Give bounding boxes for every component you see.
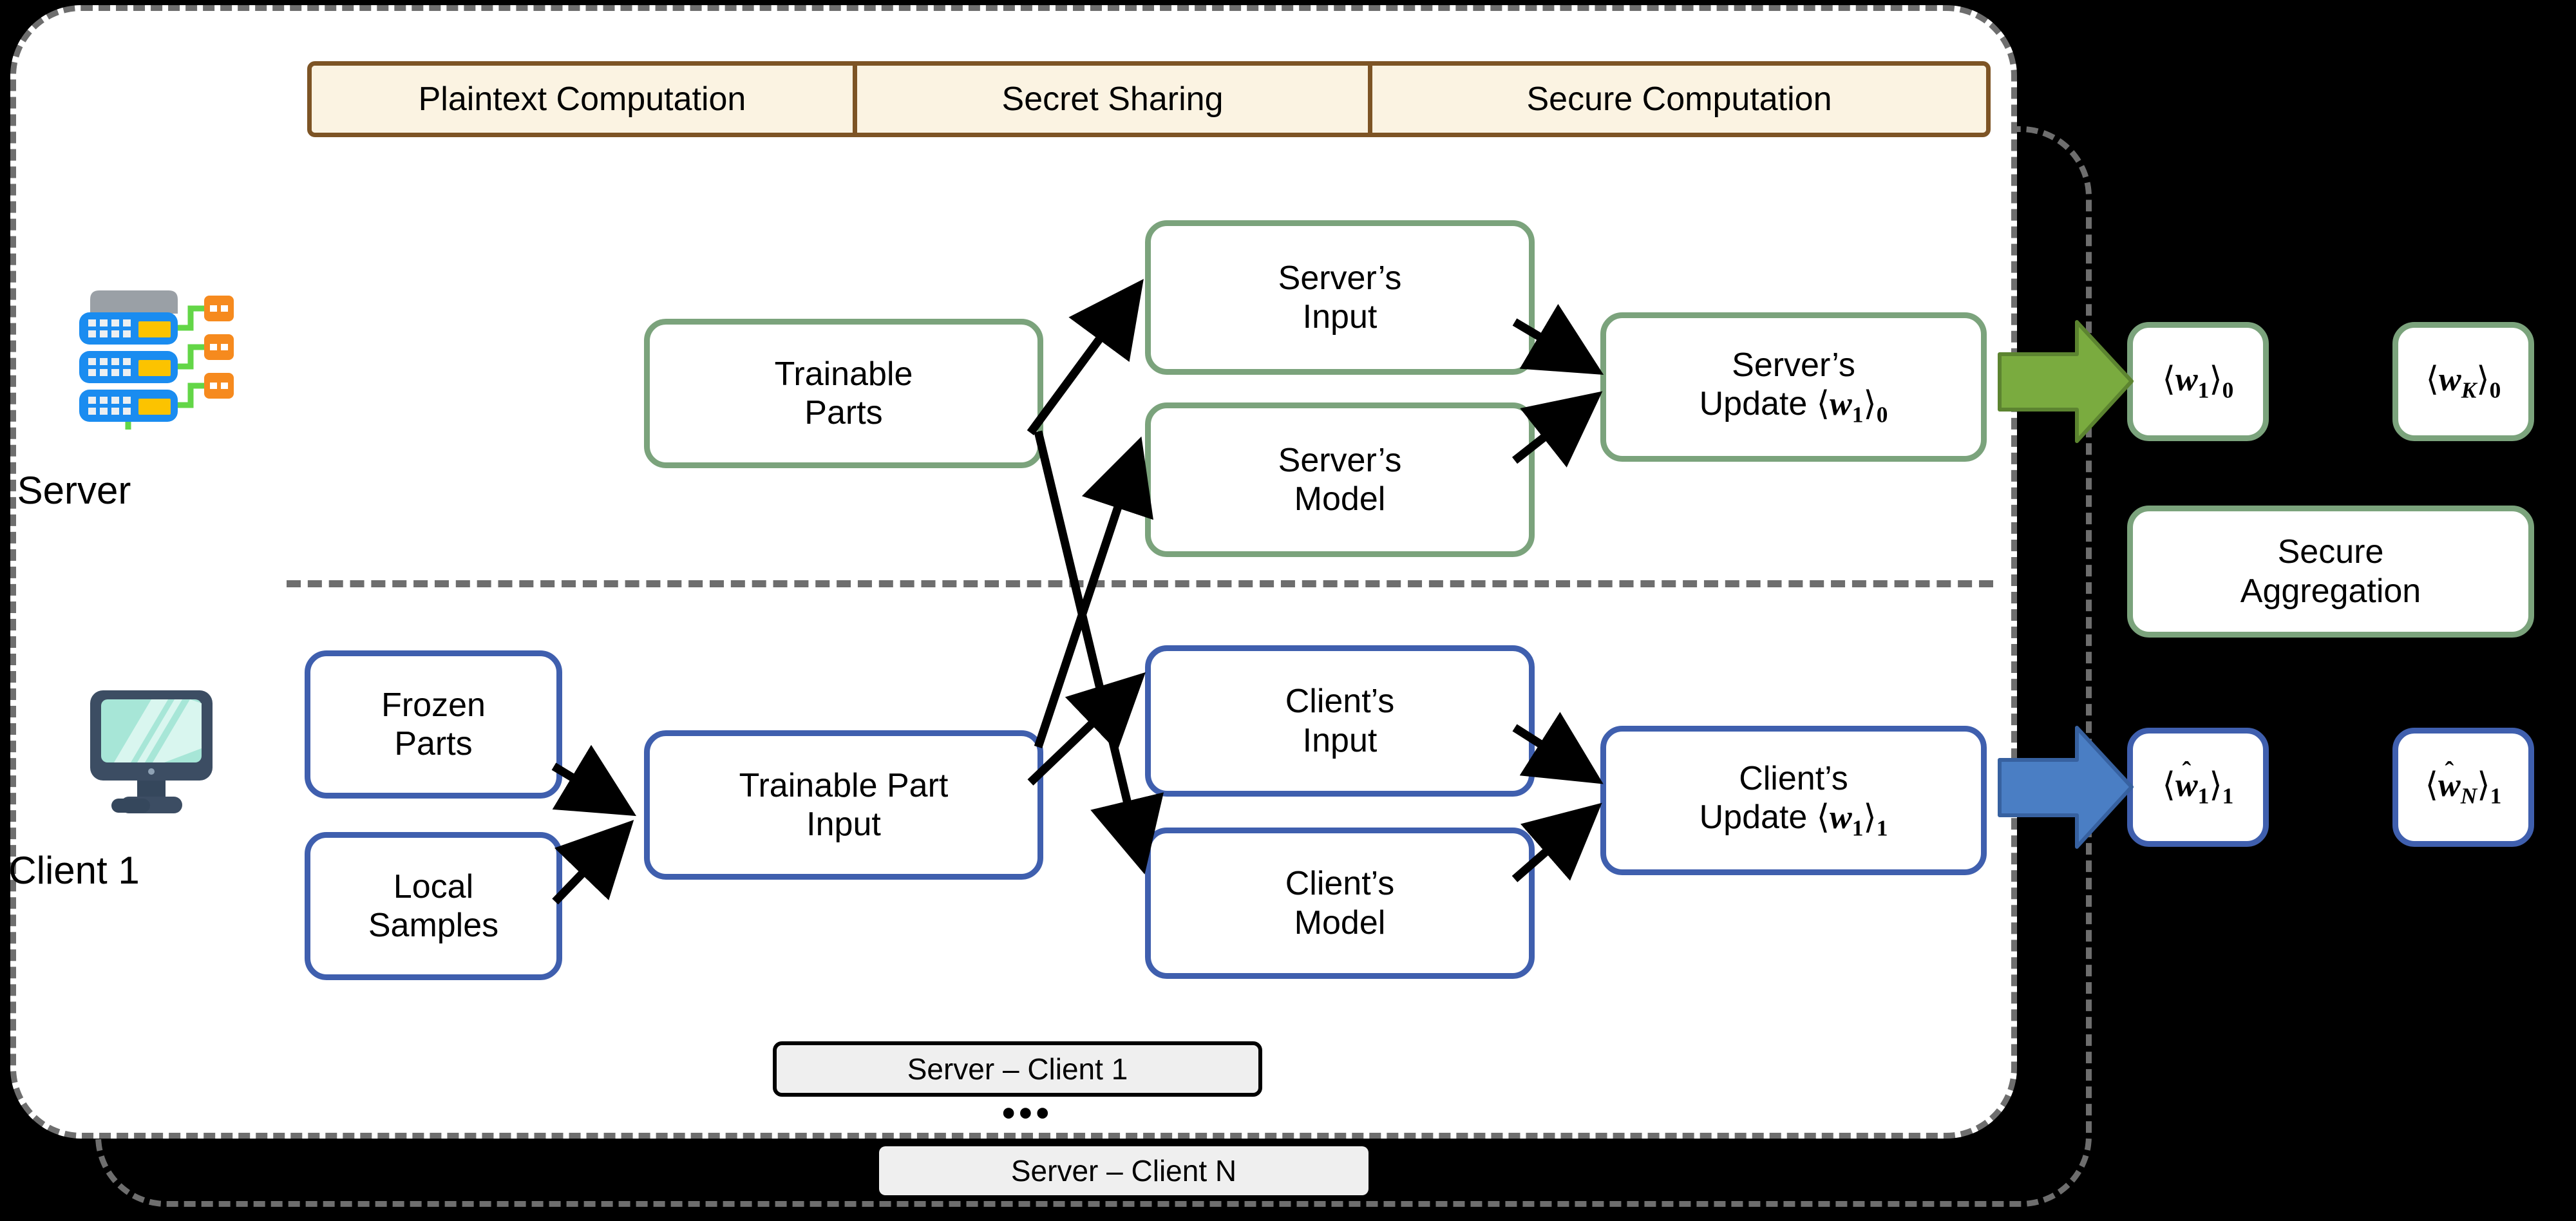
servers-update-sub: 1 xyxy=(1852,401,1864,428)
clients-update-line1: Client’s xyxy=(1739,760,1848,798)
share-client-wN-math: ⟨̂wN⟩1 xyxy=(2425,766,2502,809)
node-servers-model[interactable]: Server’s Model xyxy=(1145,402,1535,557)
node-servers-input[interactable]: Server’s Input xyxy=(1145,220,1535,375)
share-server-w1-var: w xyxy=(2175,361,2198,398)
share-client-wN-sub: N xyxy=(2460,782,2477,809)
share-box-client-w1[interactable]: ⟨̂w1⟩1 xyxy=(2127,728,2269,847)
servers-update-var: w xyxy=(1830,386,1852,423)
node-frozen-parts[interactable]: Frozen Parts xyxy=(305,650,562,799)
clients-update-line2: Update ⟨w1⟩1 xyxy=(1699,799,1888,841)
share-server-wK-sub: K xyxy=(2461,377,2477,403)
share-box-server-wK[interactable]: ⟨wK⟩0 xyxy=(2392,322,2534,441)
servers-update-share-index: 0 xyxy=(1876,401,1888,428)
trainable-parts-line2: Parts xyxy=(804,394,883,431)
clients-model-line1: Client’s xyxy=(1285,865,1395,903)
share-box-server-w1[interactable]: ⟨w1⟩0 xyxy=(2127,322,2269,441)
servers-update-line1: Server’s xyxy=(1732,346,1855,384)
server-client-1-panel: Plaintext Computation Secret Sharing Sec… xyxy=(8,5,2017,1139)
share-server-w1-sub: 1 xyxy=(2197,377,2210,403)
servers-input-line1: Server’s xyxy=(1278,259,1402,297)
frozen-parts-line1: Frozen xyxy=(381,686,486,724)
share-client-w1-math: ⟨̂w1⟩1 xyxy=(2162,766,2234,809)
node-trainable-parts[interactable]: Trainable Parts xyxy=(644,319,1043,468)
share-server-wK-var: w xyxy=(2439,361,2461,398)
servers-model-line1: Server’s xyxy=(1278,441,1402,479)
node-clients-input[interactable]: Client’s Input xyxy=(1145,645,1535,797)
server-rack-icon xyxy=(55,269,248,452)
legend-item-secret-sharing: Secret Sharing xyxy=(853,66,1368,133)
frozen-parts-line2: Parts xyxy=(394,725,473,762)
share-client-w1-sub: 1 xyxy=(2197,782,2210,809)
share-server-wK-math: ⟨wK⟩0 xyxy=(2425,361,2501,403)
server-role-label: Server xyxy=(17,469,131,512)
local-samples-line1: Local xyxy=(393,867,474,905)
clients-update-var: w xyxy=(1830,799,1852,837)
trainable-parts-line1: Trainable xyxy=(774,355,913,393)
band-server-client-1: Server – Client 1 xyxy=(773,1041,1262,1097)
server-client-divider xyxy=(287,580,1993,587)
share-server-wK-index: 0 xyxy=(2489,377,2501,403)
share-client-wN-var: ̂w xyxy=(2438,766,2461,804)
share-client-wN-index: 1 xyxy=(2490,782,2502,809)
servers-update-prefix: Update xyxy=(1699,385,1817,423)
servers-update-line2: Update ⟨w1⟩0 xyxy=(1699,385,1888,428)
share-client-w1-index: 1 xyxy=(2222,782,2234,809)
node-servers-update[interactable]: Server’s Update ⟨w1⟩0 xyxy=(1600,312,1987,462)
share-client-w1-var: ̂w xyxy=(2175,766,2198,804)
node-trainable-part-input[interactable]: Trainable Part Input xyxy=(644,730,1043,880)
legend-bar: Plaintext Computation Secret Sharing Sec… xyxy=(307,61,1991,137)
node-clients-update[interactable]: Client’s Update ⟨w1⟩1 xyxy=(1600,726,1987,875)
servers-model-line2: Model xyxy=(1294,480,1386,518)
node-secure-aggregation[interactable]: Secure Aggregation xyxy=(2127,506,2534,638)
trainable-part-input-line1: Trainable Part xyxy=(739,766,949,804)
trainable-part-input-line2: Input xyxy=(806,806,881,843)
local-samples-line2: Samples xyxy=(368,907,499,944)
desktop-monitor-icon xyxy=(61,677,242,826)
legend-item-plaintext-computation: Plaintext Computation xyxy=(312,66,853,133)
node-local-samples[interactable]: Local Samples xyxy=(305,832,562,980)
clients-update-sub: 1 xyxy=(1852,815,1864,841)
clients-input-line1: Client’s xyxy=(1285,683,1395,721)
legend-item-secure-computation: Secure Computation xyxy=(1368,66,1986,133)
share-server-w1-index: 0 xyxy=(2222,377,2234,403)
clients-input-line2: Input xyxy=(1302,721,1378,759)
more-clients-ellipsis: ••• xyxy=(1002,1092,1053,1134)
secure-aggregation-line1: Secure xyxy=(2277,533,2384,571)
secure-aggregation-line2: Aggregation xyxy=(2240,572,2421,610)
share-server-w1-math: ⟨w1⟩0 xyxy=(2162,361,2234,403)
client-role-label: Client 1 xyxy=(8,849,140,892)
clients-model-line2: Model xyxy=(1294,904,1386,942)
share-box-client-wN[interactable]: ⟨̂wN⟩1 xyxy=(2392,728,2534,847)
servers-input-line2: Input xyxy=(1302,298,1378,336)
node-clients-model[interactable]: Client’s Model xyxy=(1145,828,1535,979)
band-server-client-n: Server – Client N xyxy=(879,1146,1368,1195)
clients-update-prefix: Update xyxy=(1699,799,1817,837)
clients-update-share-index: 1 xyxy=(1876,815,1888,841)
